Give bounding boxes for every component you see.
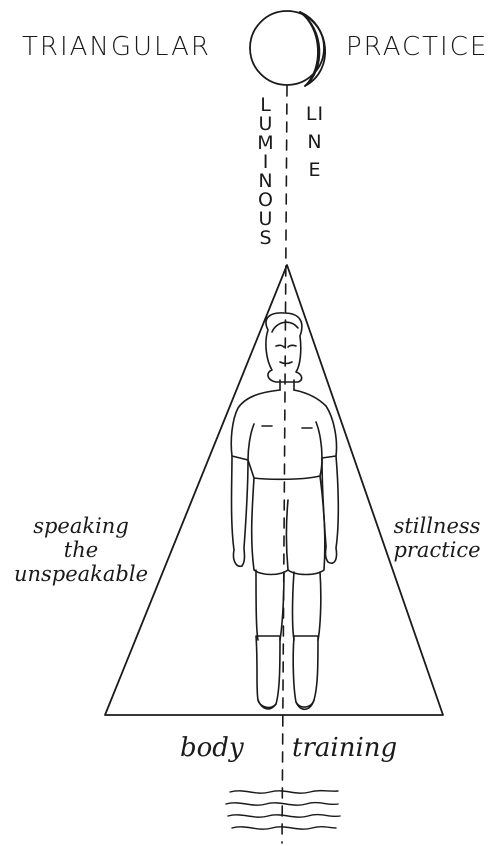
side-label-right-line-1: stillness xyxy=(372,514,500,538)
base-label-left: body xyxy=(180,736,244,760)
side-label-left-line-3: unspeakable xyxy=(6,562,156,586)
crescent-moon-icon xyxy=(250,11,325,86)
side-label-left-line-2: the xyxy=(6,538,156,562)
standing-figure-icon xyxy=(231,313,338,709)
side-label-left: speaking the unspeakable xyxy=(6,514,156,586)
title-left: TRIANGULAR xyxy=(22,32,211,62)
side-label-right: stillness practice xyxy=(372,514,500,562)
side-label-right-line-2: practice xyxy=(372,538,500,562)
base-label-right: training xyxy=(292,736,397,760)
triangle xyxy=(105,265,443,715)
side-label-left-line-1: speaking xyxy=(6,514,156,538)
title-right: PRACTICE xyxy=(346,32,488,62)
luminous-line xyxy=(282,86,287,843)
vertical-label-line: LINE xyxy=(305,100,325,184)
vertical-label-luminous: LUMINOUS xyxy=(256,96,276,248)
